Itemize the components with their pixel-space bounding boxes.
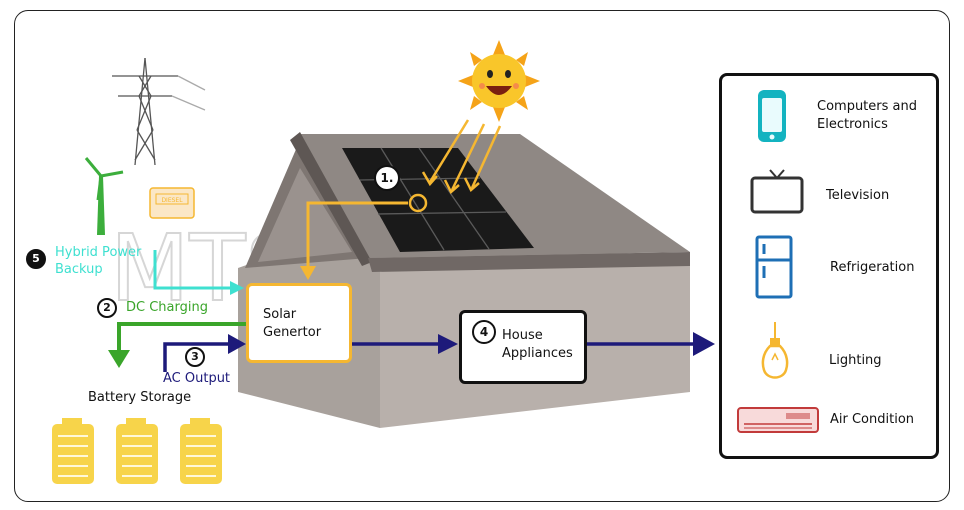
ac-line bbox=[163, 334, 246, 372]
sun-rays bbox=[421, 119, 502, 195]
tv-icon bbox=[750, 169, 804, 214]
step-1-badge: 1. bbox=[374, 165, 400, 191]
power-tower-icon bbox=[112, 57, 206, 166]
solar-wire bbox=[300, 193, 428, 280]
appliances-to-legend bbox=[585, 332, 715, 356]
diesel-generator-icon: DIESEL bbox=[149, 187, 195, 219]
svg-text:DIESEL: DIESEL bbox=[161, 197, 183, 204]
hybrid-line bbox=[153, 250, 244, 295]
battery-storage-icons bbox=[52, 418, 222, 484]
sun-icon bbox=[458, 40, 540, 122]
solar-generator-label: Solar Genertor bbox=[263, 307, 322, 340]
legend-label-refrigeration: Refrigeration bbox=[830, 260, 915, 275]
house-appliances-label: House Appliances bbox=[502, 328, 573, 361]
wind-turbine-icon bbox=[84, 157, 124, 235]
lightbulb-icon bbox=[761, 322, 789, 379]
step-5-badge: 5 bbox=[26, 249, 46, 269]
generator-to-appliances bbox=[352, 334, 458, 354]
step-3-badge: 3 bbox=[185, 347, 205, 367]
dc-charging-label: DC Charging bbox=[126, 300, 208, 315]
air-conditioner-icon bbox=[737, 407, 819, 433]
appliance-legend: Computers and Electronics Television Ref… bbox=[719, 73, 939, 459]
step-4-badge: 4 bbox=[472, 320, 496, 344]
battery-storage-label: Battery Storage bbox=[88, 390, 192, 405]
step-2-badge: 2 bbox=[97, 298, 117, 318]
hybrid-power-label: Hybrid Power Backup bbox=[55, 245, 142, 277]
fridge-icon bbox=[755, 235, 793, 299]
legend-label-air-condition: Air Condition bbox=[830, 412, 915, 427]
ac-output-label: AC Output bbox=[163, 371, 231, 386]
legend-label-computers: Computers and Electronics bbox=[817, 99, 917, 132]
legend-label-lighting: Lighting bbox=[829, 353, 882, 368]
legend-label-television: Television bbox=[826, 188, 890, 203]
solar-generator-box: Solar Genertor bbox=[246, 283, 352, 363]
house-appliances-box: House Appliances bbox=[459, 310, 587, 384]
dc-line bbox=[108, 322, 246, 368]
phone-icon bbox=[758, 90, 786, 142]
